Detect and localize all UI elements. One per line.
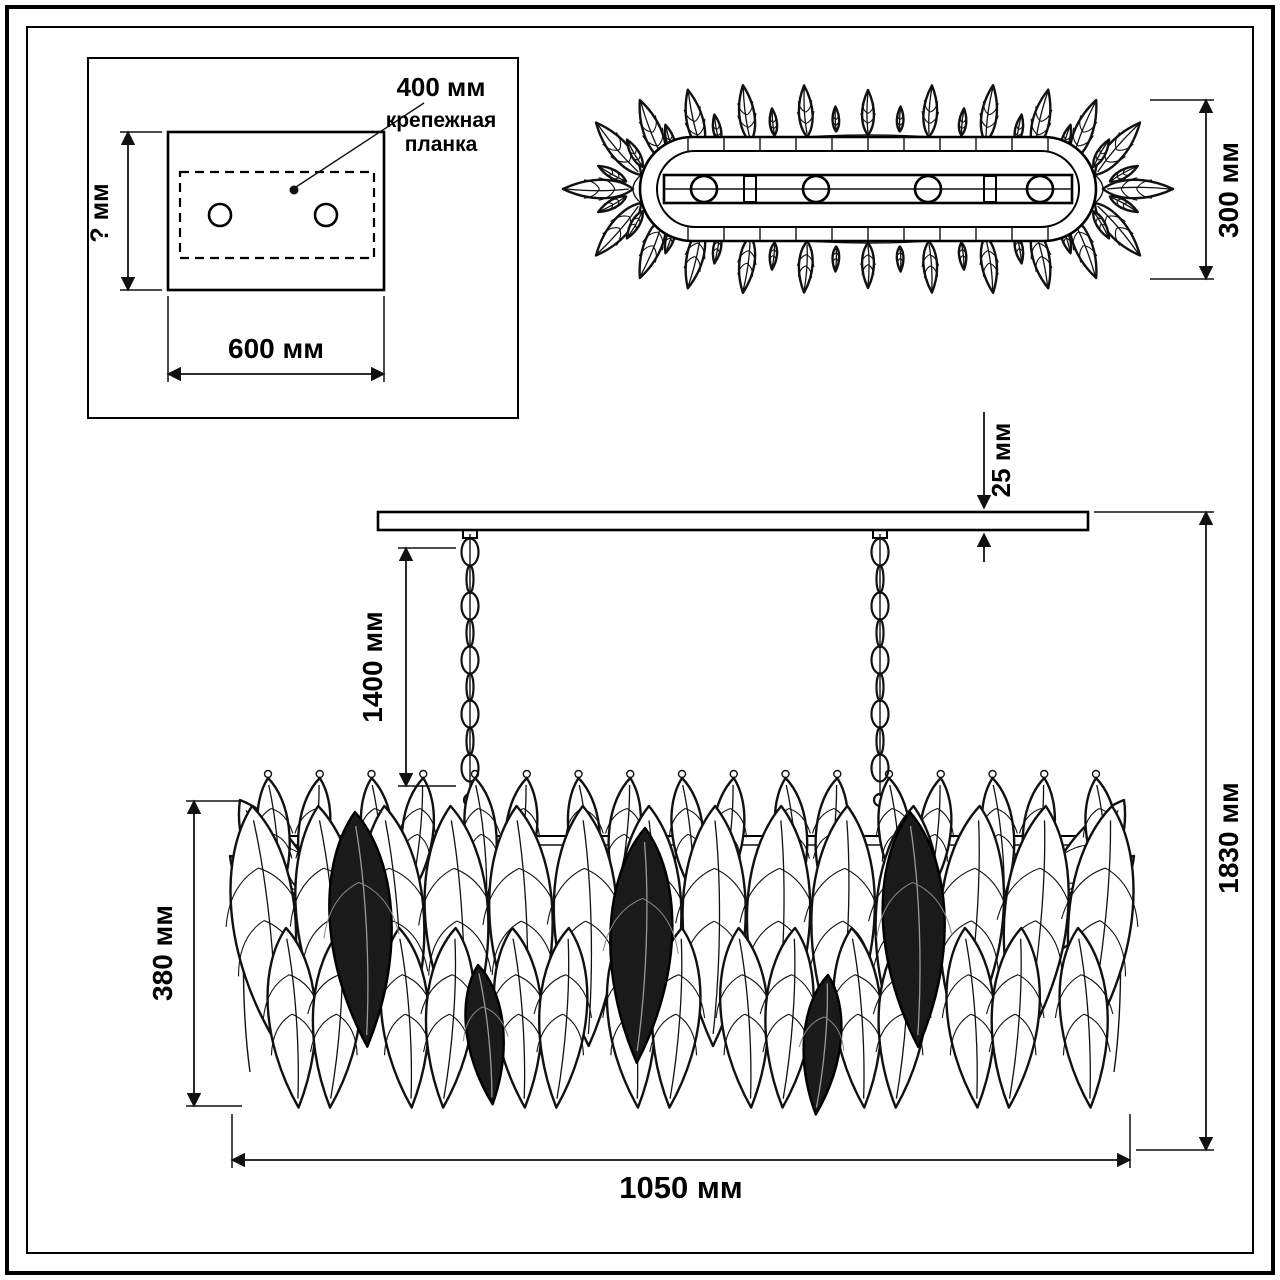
leaf-hook <box>574 769 583 779</box>
leaf-hook <box>833 769 842 779</box>
shade-height-label: 380 мм <box>147 905 178 1001</box>
chain-connector-left <box>462 529 478 539</box>
plate-outline <box>166 130 386 292</box>
plate-width-label: 600 мм <box>228 333 324 364</box>
lamp-socket <box>913 174 943 204</box>
leader-line <box>295 102 425 188</box>
glass-leaves <box>212 769 1151 1119</box>
mount-hole-right <box>313 202 339 228</box>
bar-clamp <box>743 175 757 203</box>
leaf <box>795 240 817 294</box>
leaf-hook <box>263 769 273 779</box>
leaf <box>795 84 817 138</box>
leaf <box>919 240 941 294</box>
chain-length-label: 1400 мм <box>357 611 388 723</box>
leaf-ring <box>562 83 1174 295</box>
leaf <box>831 246 841 272</box>
bracket-width-label: 400 мм <box>396 72 485 102</box>
detail-box <box>87 57 519 419</box>
leaf-hook <box>1040 769 1049 779</box>
leaf <box>860 89 876 136</box>
leaf <box>733 233 761 295</box>
leaf <box>975 233 1003 295</box>
leaf <box>733 83 761 145</box>
leaf <box>767 241 780 271</box>
lamp-socket <box>689 174 719 204</box>
rim-ticks <box>687 138 1049 240</box>
leaf-hook <box>936 769 945 779</box>
top-view: 300 мм <box>562 83 1244 295</box>
leaf <box>975 83 1003 145</box>
leaf-hook <box>988 769 997 779</box>
leaf-hook <box>1091 769 1101 779</box>
leaf <box>831 106 841 132</box>
lamp-socket <box>1025 174 1055 204</box>
leaf <box>895 246 905 272</box>
leaf <box>860 242 876 289</box>
hanging-chain <box>460 534 480 808</box>
leaf <box>956 241 969 271</box>
lamp-socket <box>801 174 831 204</box>
ceiling-plate <box>376 510 1090 532</box>
front-view: 25 мм 1400 мм 1830 мм 380 мм 1050 мм <box>147 412 1244 1205</box>
leaf-hook <box>729 769 738 779</box>
mounting-plate-detail: 400 мм крепежная планка ? мм 600 мм <box>86 57 519 419</box>
hanging-chain <box>870 534 890 808</box>
bracket-name-line2: планка <box>405 133 478 156</box>
leaf-hook <box>522 769 531 779</box>
leaf-hook <box>315 769 324 779</box>
leaf <box>895 106 905 132</box>
width-label: 1050 мм <box>619 1170 742 1205</box>
leaf-hook <box>367 769 376 779</box>
canopy-height-label: 25 мм <box>986 423 1016 498</box>
inner-frame <box>26 26 1254 1254</box>
overall-height-label: 1830 мм <box>1213 782 1244 894</box>
bracket-name-line1: крепежная <box>386 109 497 132</box>
chain-connector-right <box>872 529 888 539</box>
leader-dot <box>289 185 299 195</box>
depth-label: 300 мм <box>1213 142 1244 238</box>
plate-height-label: ? мм <box>86 183 114 242</box>
chains <box>460 534 890 808</box>
leaf-hook <box>626 769 635 779</box>
bar-clamp <box>983 175 997 203</box>
mounting-bracket-dashed <box>178 170 376 260</box>
mount-hole-left <box>207 202 233 228</box>
leaf <box>956 107 969 137</box>
leaf-base-ring <box>632 134 1104 244</box>
leaf <box>767 107 780 137</box>
leaf <box>919 84 941 138</box>
leaf-hook <box>677 769 687 779</box>
leaf-hook <box>781 769 790 779</box>
leaf-hook <box>419 769 428 779</box>
outer-frame <box>5 5 1275 1275</box>
